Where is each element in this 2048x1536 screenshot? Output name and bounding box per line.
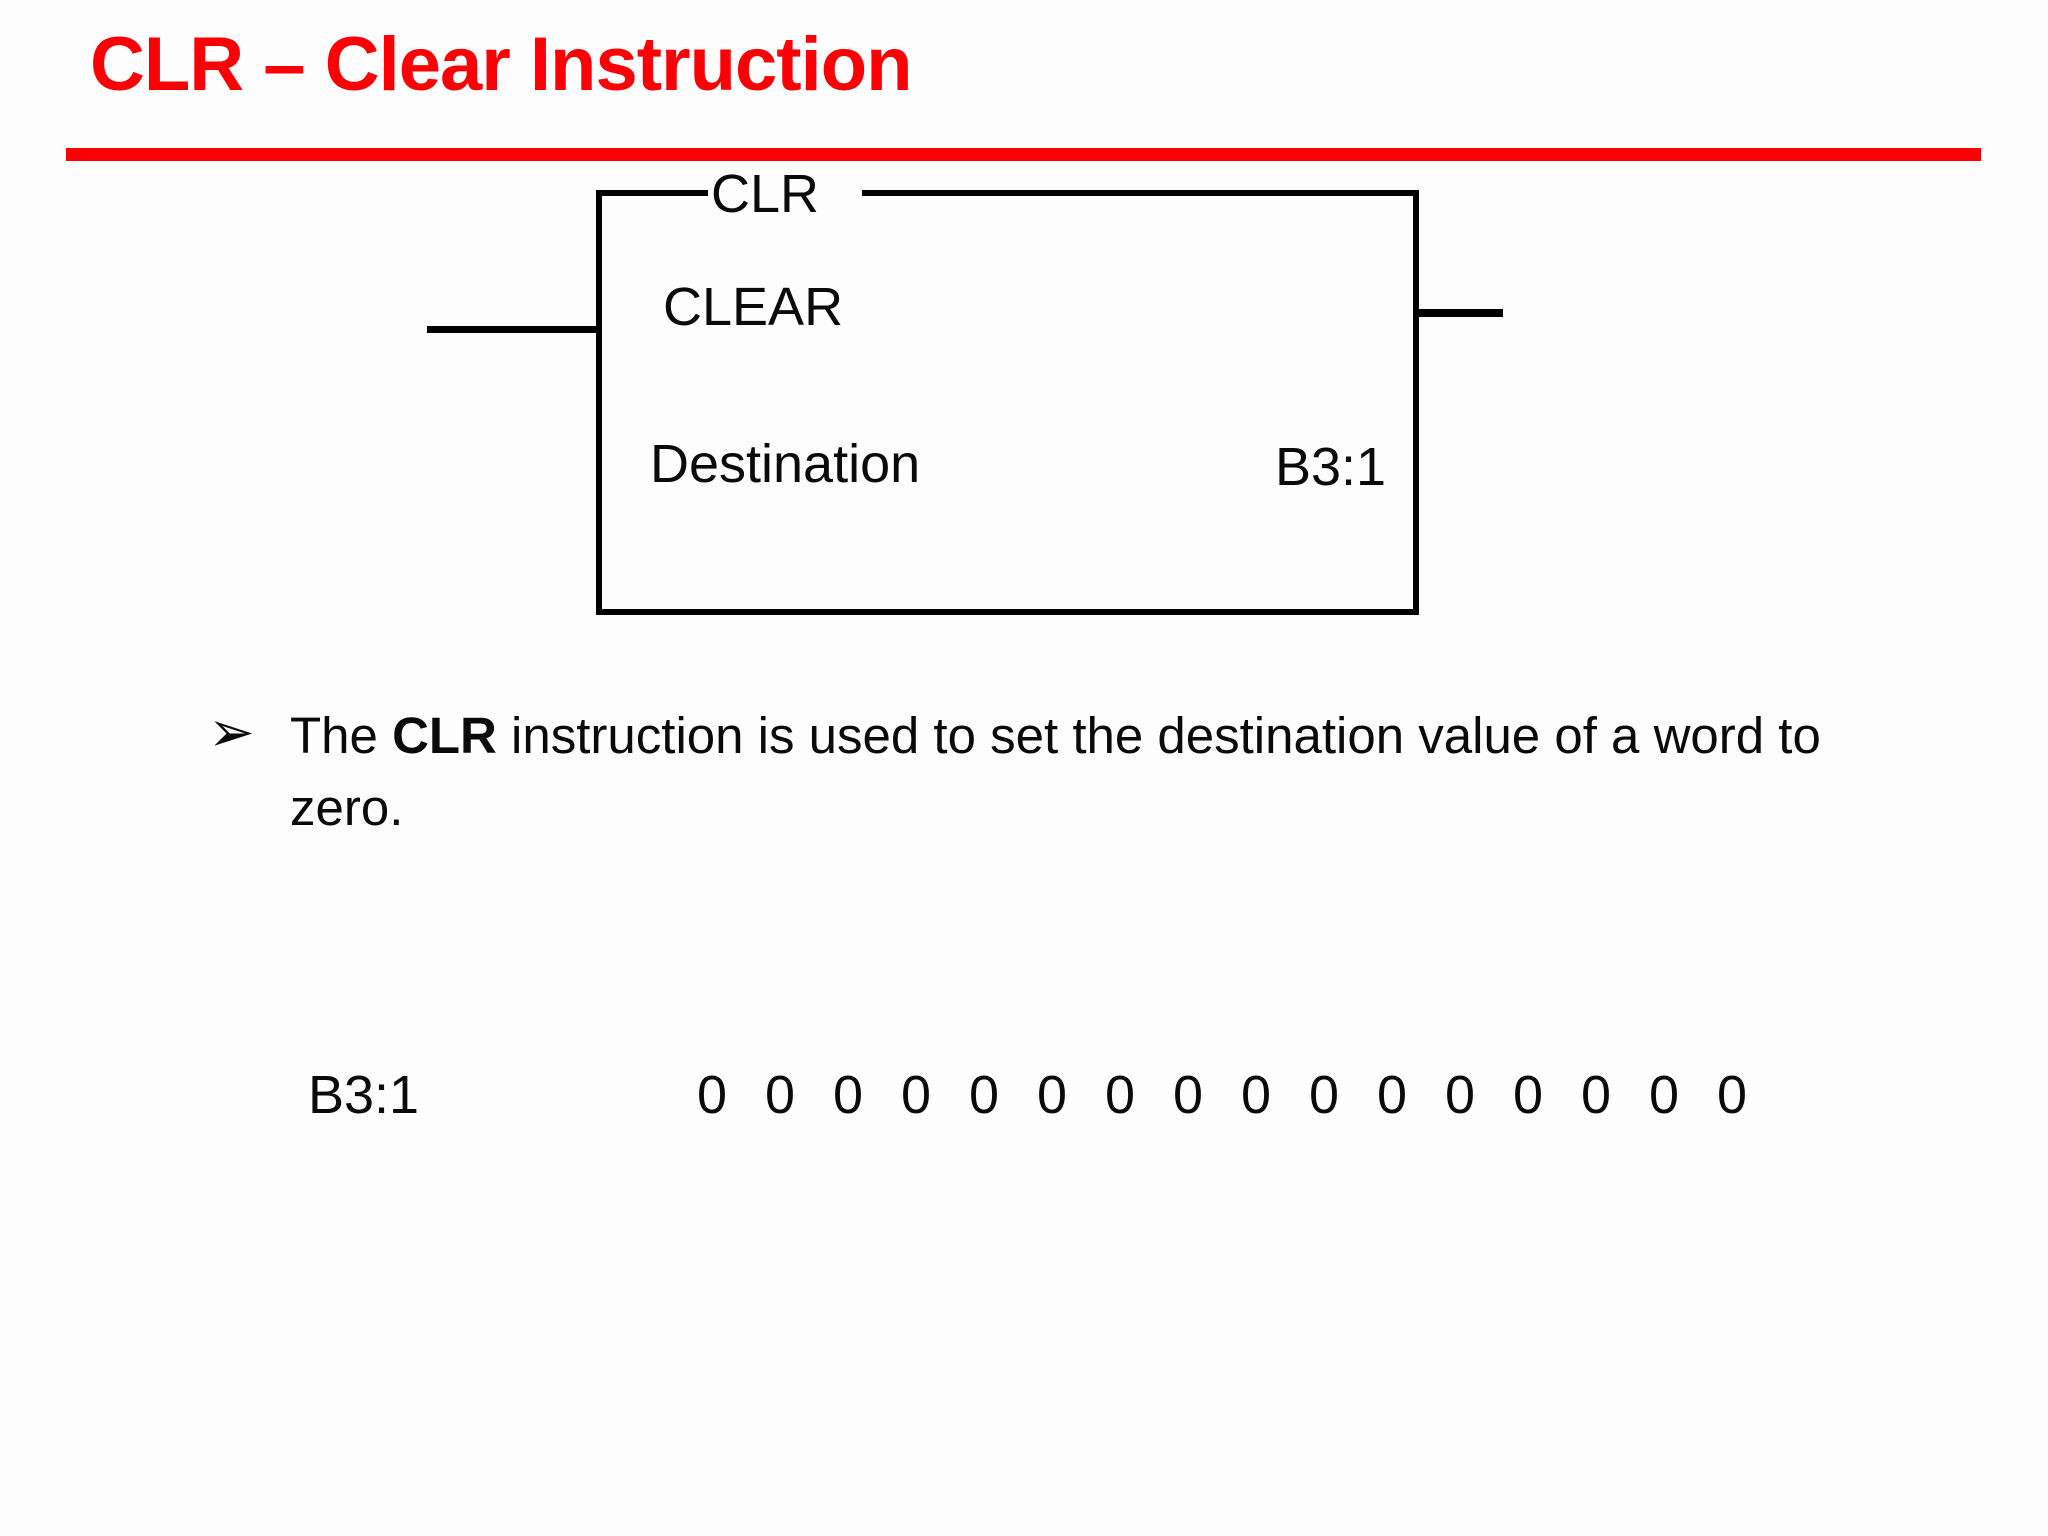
instruction-box-top-border-right — [862, 190, 1419, 196]
right-rung-wire — [1419, 309, 1503, 317]
bit-value: 0 — [1717, 1065, 1748, 1125]
bit-value: 0 — [1105, 1065, 1136, 1125]
bullet-keyword: CLR — [392, 707, 497, 764]
bit-value: 0 — [1173, 1065, 1204, 1125]
bit-value: 0 — [1309, 1065, 1340, 1125]
instruction-mnemonic: CLR — [710, 164, 820, 224]
bit-value: 0 — [1445, 1065, 1476, 1125]
bullet-text-prefix: The — [290, 707, 393, 764]
bit-value: 0 — [697, 1065, 728, 1125]
bit-value: 0 — [1377, 1065, 1408, 1125]
destination-parameter-label: Destination — [650, 434, 921, 494]
bit-value: 0 — [1581, 1065, 1612, 1125]
title-underline-rule — [66, 148, 1981, 161]
instruction-box-top-border-left — [596, 190, 708, 196]
bit-value: 0 — [1037, 1065, 1068, 1125]
register-address-label: B3:1 — [308, 1065, 420, 1125]
bullet-text-line2: zero. — [290, 779, 404, 836]
bit-value: 0 — [765, 1065, 796, 1125]
bullet-text: The CLR instruction is used to set the d… — [290, 700, 1940, 844]
bit-value: 0 — [1513, 1065, 1544, 1125]
left-rung-wire — [427, 326, 596, 333]
bullet-text-rest: instruction is used to set the destinati… — [496, 707, 1821, 764]
bit-value: 0 — [1241, 1065, 1272, 1125]
arrow-bullet-icon: ➢ — [208, 700, 255, 763]
instruction-box — [596, 190, 1419, 615]
destination-parameter-value: B3:1 — [1275, 437, 1387, 497]
instruction-name: CLEAR — [663, 277, 844, 337]
bit-value: 0 — [833, 1065, 864, 1125]
bit-value: 0 — [1649, 1065, 1680, 1125]
bit-value: 0 — [901, 1065, 932, 1125]
bullet-text-line1: The CLR instruction is used to set the d… — [290, 700, 1940, 772]
page-title: CLR – Clear Instruction — [90, 22, 913, 107]
bit-value: 0 — [969, 1065, 1000, 1125]
